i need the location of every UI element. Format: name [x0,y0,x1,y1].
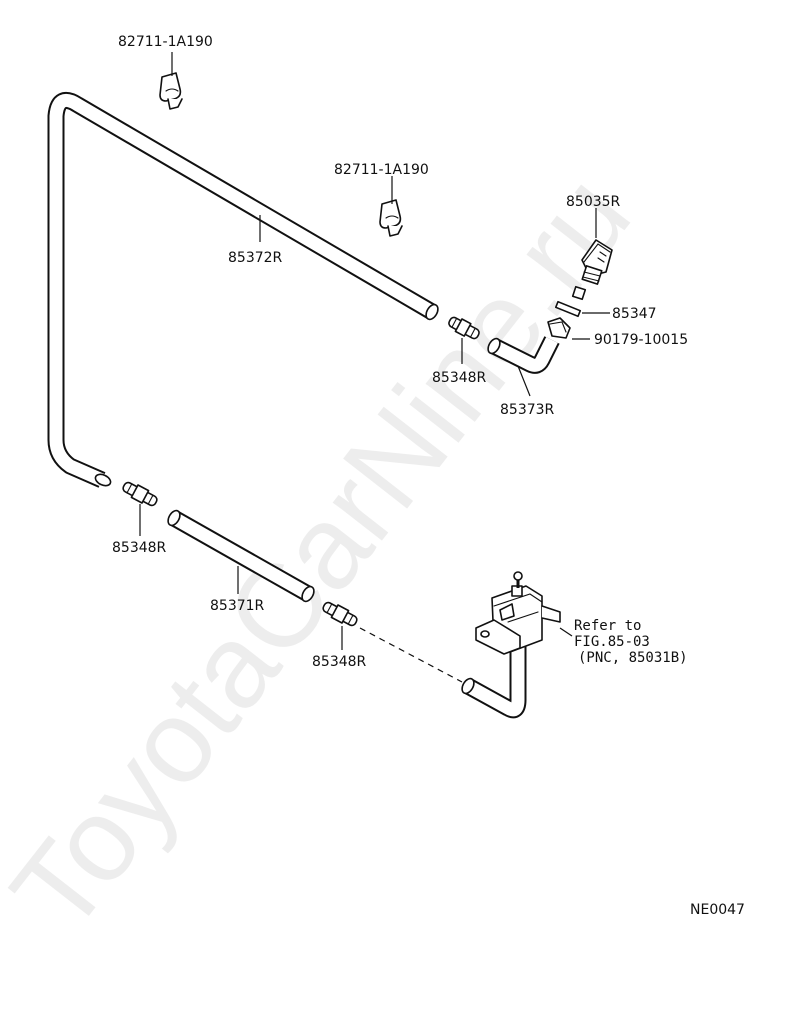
label-nozzle: 85035R [566,194,621,210]
label-hose-lower: 85371R [210,598,265,614]
washer-nozzle-icon [571,239,613,301]
label-clip-mid: 82711-1A190 [334,162,429,178]
label-nut: 90179-10015 [594,332,688,348]
label-hose-elbow: 85373R [500,402,555,418]
label-clip-top: 82711-1A190 [118,34,213,50]
nut-icon [547,317,571,339]
hose-85373r [487,336,560,374]
hose-joint-icon [122,481,158,507]
leader-lines [139,52,610,650]
figure-code: NE0047 [690,902,745,918]
label-joint-left: 85348R [112,540,167,556]
watermark: ToyotaCarNine.ru [0,151,656,956]
label-refer-2: FIG.85-03 [574,634,650,650]
label-gasket: 85347 [612,306,657,322]
washer-pump-icon [475,571,561,655]
label-refer-1: Refer to [574,618,641,634]
hose-joint-icon [322,601,358,627]
label-joint-upper: 85348R [432,370,487,386]
label-joint-lower: 85348R [312,654,367,670]
label-refer-3: (PNC, 85031B) [578,650,688,666]
dashed-connection [359,627,463,683]
hose-clip-icon [379,199,403,237]
hose-85372r [47,91,439,488]
pump-outlet-hose [461,640,527,719]
hose-85371r [167,509,315,603]
hose-clip-icon [159,72,183,110]
hose-joint-icon [448,316,480,340]
gasket-icon [554,300,582,318]
label-hose-long: 85372R [228,250,283,266]
